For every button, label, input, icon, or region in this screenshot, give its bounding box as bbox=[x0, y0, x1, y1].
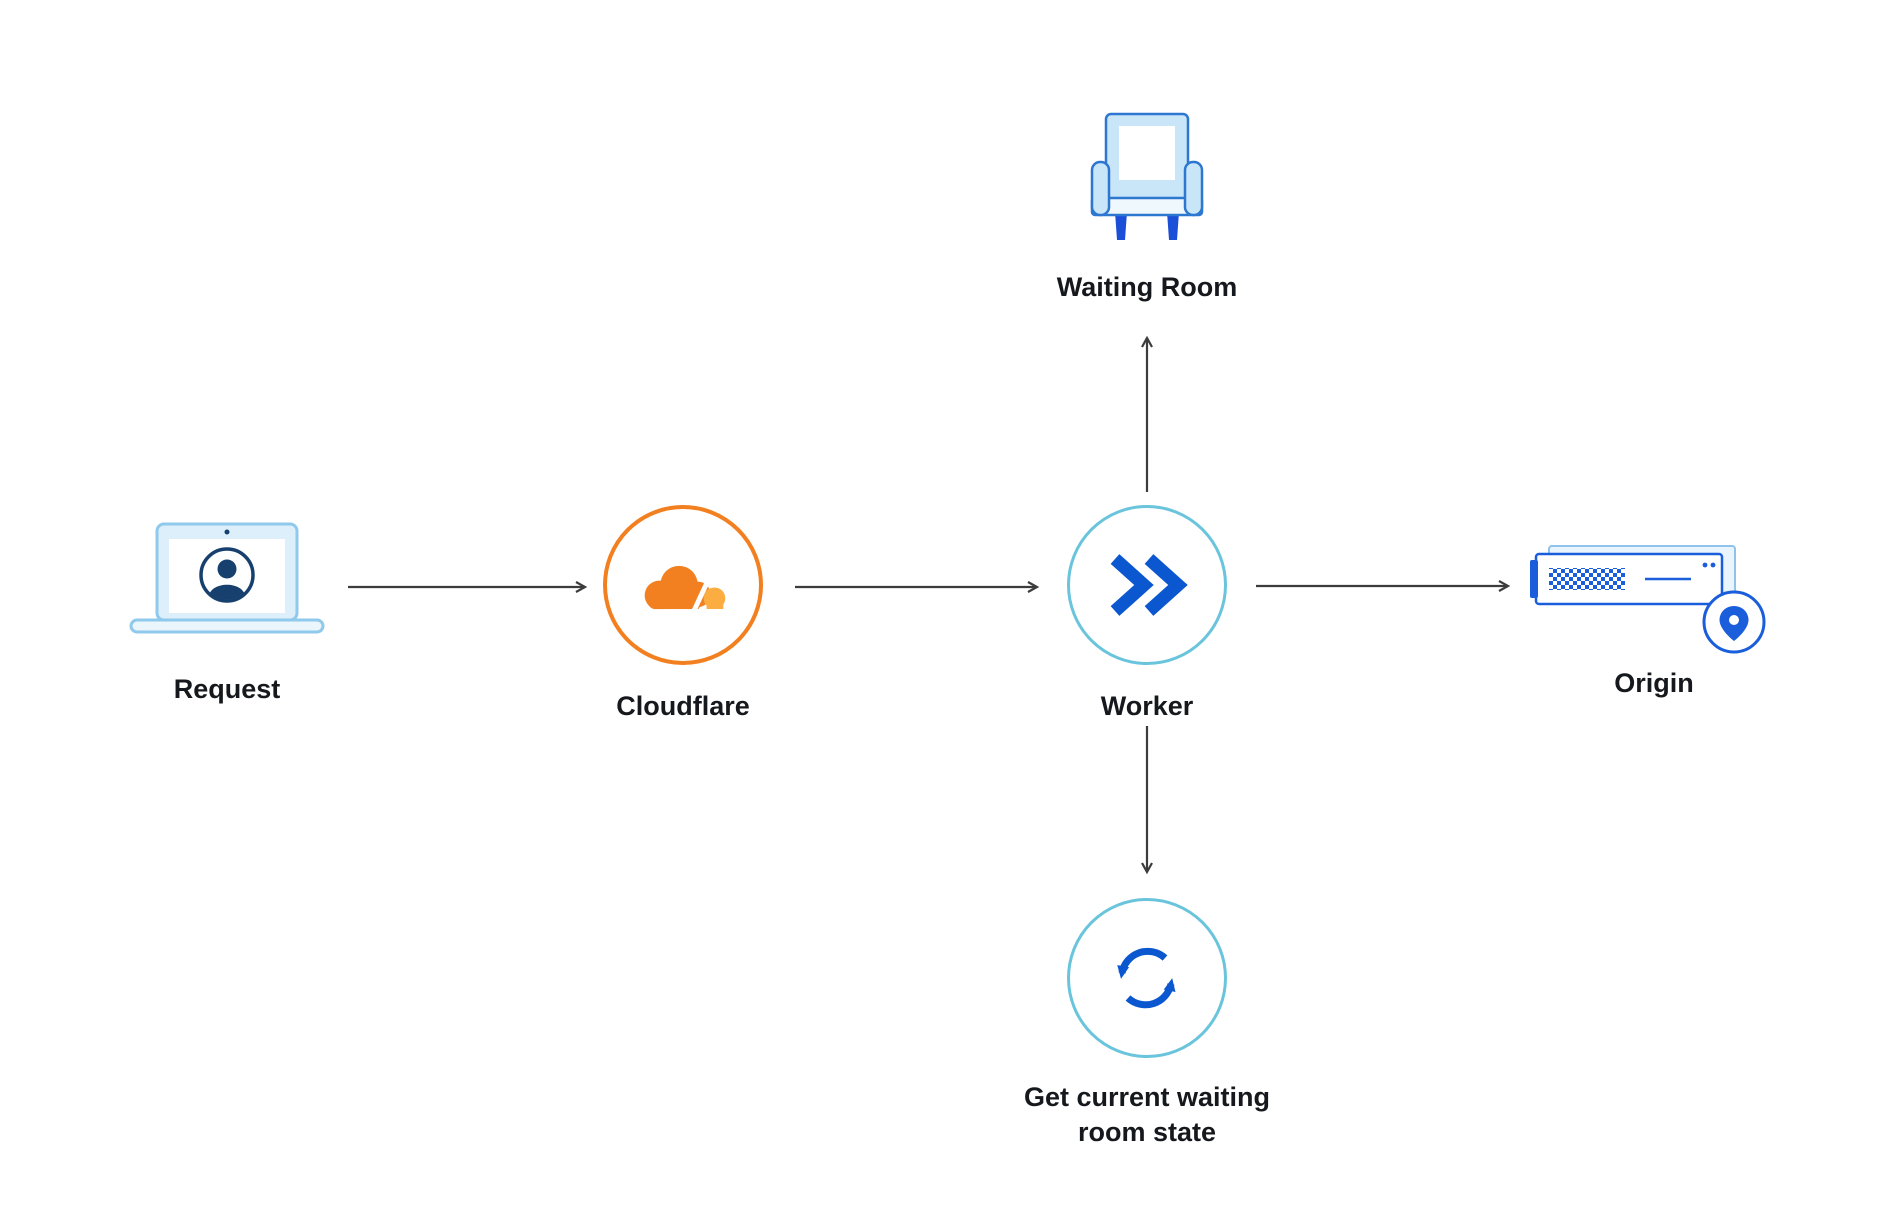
node-waiting-room-label: Waiting Room bbox=[1056, 272, 1238, 302]
node-request-label: Request bbox=[173, 674, 281, 704]
chair-armrest-left bbox=[1090, 160, 1111, 217]
worker-chevrons-icon bbox=[1110, 554, 1188, 616]
sync-arrows-icon bbox=[1117, 947, 1176, 1009]
worker-circle bbox=[1067, 505, 1227, 665]
laptop-user-icon bbox=[129, 522, 325, 634]
chair-leg-right bbox=[1167, 212, 1179, 240]
node-cloudflare: Cloudflare bbox=[603, 505, 763, 724]
server-led-dot bbox=[1710, 562, 1716, 568]
node-worker: Worker bbox=[1067, 505, 1227, 724]
node-waiting-room-state: Get current waiting room state bbox=[997, 898, 1297, 1150]
laptop-camera-dot bbox=[224, 529, 230, 535]
armchair-icon bbox=[1090, 112, 1204, 240]
node-waiting-room-state-label: Get current waiting room state bbox=[1023, 1082, 1271, 1148]
laptop-base bbox=[129, 618, 325, 634]
state-circle bbox=[1067, 898, 1227, 1058]
chair-armrest-right bbox=[1183, 160, 1204, 217]
chair-leg-left bbox=[1115, 212, 1127, 240]
server-led-dot bbox=[1702, 562, 1708, 568]
node-cloudflare-label: Cloudflare bbox=[616, 691, 750, 721]
node-request: Request bbox=[112, 522, 342, 707]
server-location-pin-icon bbox=[1530, 545, 1766, 654]
cloudflare-cloud-icon bbox=[624, 565, 742, 617]
server-side-tab bbox=[1530, 560, 1538, 598]
node-origin: Origin bbox=[1528, 545, 1780, 701]
chair-back-panel bbox=[1119, 126, 1175, 180]
user-avatar bbox=[199, 547, 255, 603]
node-waiting-room: Waiting Room bbox=[1057, 112, 1237, 305]
server-dot-matrix bbox=[1549, 568, 1625, 590]
node-worker-label: Worker bbox=[1100, 691, 1194, 721]
location-pin-icon bbox=[1702, 590, 1766, 654]
node-origin-label: Origin bbox=[1614, 668, 1694, 698]
cloudflare-circle bbox=[603, 505, 763, 665]
